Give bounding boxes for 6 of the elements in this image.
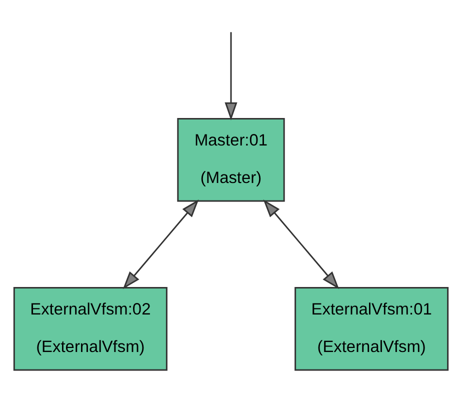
node-box: ExternalVfsm:01 (ExternalVfsm) <box>294 286 449 370</box>
node-box: ExternalVfsm:02 (ExternalVfsm) <box>13 286 168 370</box>
node-box: Master:01 (Master) <box>177 118 285 202</box>
arrow <box>224 32 238 120</box>
arrow <box>263 198 340 289</box>
arrow <box>122 198 199 289</box>
